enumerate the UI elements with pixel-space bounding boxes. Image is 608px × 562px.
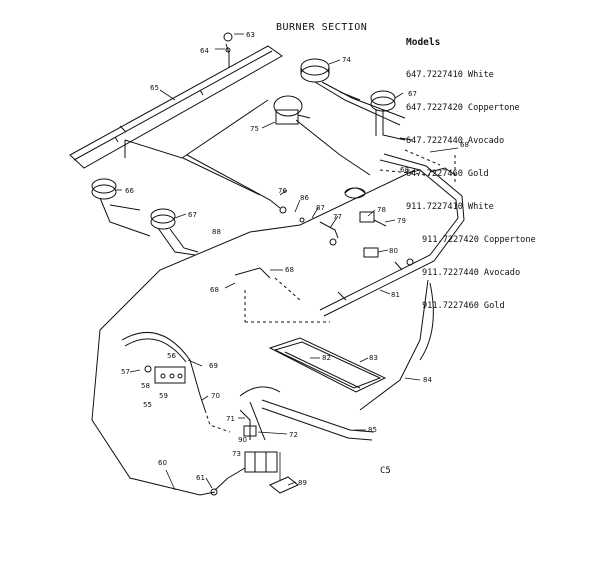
part-label: 66 (125, 187, 134, 195)
part-label: 69 (209, 362, 218, 370)
model-color: Coppertone (467, 103, 520, 113)
part-label: 86 (300, 194, 309, 202)
clamp (363, 247, 379, 258)
drip-plate (268, 337, 387, 393)
part-label: 60 (158, 459, 167, 467)
part-label: 71 (226, 415, 235, 423)
part-label: 64 (200, 47, 209, 55)
right-orifice-bracket (379, 149, 456, 185)
model-row: 911.7227460 Gold (406, 301, 536, 312)
part-label: 67 (408, 90, 417, 98)
part-label: 55 (143, 401, 152, 409)
model-row: 647.7227440 Avocado (406, 136, 536, 147)
part-label: 90 (238, 436, 247, 444)
part-label: 77 (333, 213, 342, 221)
part-label: 65 (150, 84, 159, 92)
model-row: 647.7227420 Coppertone (406, 103, 536, 114)
model-number: 911.7227460 (422, 301, 479, 311)
part-label: 56 (167, 352, 176, 360)
diagram-title: BURNER SECTION (276, 22, 368, 33)
part-label: 83 (369, 354, 378, 362)
mounting-bracket (269, 476, 299, 494)
part-label: 72 (289, 431, 298, 439)
part-label: 73 (232, 450, 241, 458)
part-label: 74 (342, 56, 351, 64)
part-label: 85 (368, 426, 377, 434)
left-burner-assembly (91, 178, 199, 256)
model-color: Gold (467, 169, 489, 179)
part-label: 68 (400, 166, 409, 174)
spark-module (121, 332, 231, 433)
part-label: 58 (141, 382, 150, 390)
model-number: 647.7227420 (406, 103, 463, 113)
part-label: 68 (285, 266, 294, 274)
lower-pipe (239, 386, 375, 441)
part-label: 82 (322, 354, 331, 362)
model-number: 647.7227440 (406, 136, 463, 146)
model-row: 911.7227410 White (406, 202, 536, 213)
part-number-labels: 63 64 65 66 67 68 69 70 71 72 73 74 75 7… (121, 31, 469, 487)
model-color: Gold (483, 301, 505, 311)
models-header: Models (406, 37, 441, 48)
pressure-regulator (273, 95, 371, 176)
model-row: 911.7227440 Avocado (406, 268, 536, 279)
model-row: 647.7227460 Gold (406, 169, 536, 180)
right-burner-assembly (300, 58, 413, 141)
model-row: 647.7227410 White (406, 70, 536, 81)
model-color: White (467, 70, 494, 80)
thermocouple-wire (186, 154, 287, 214)
igniter (239, 409, 257, 440)
part-label: 57 (121, 368, 130, 376)
part-label: 75 (250, 125, 259, 133)
model-number: 647.7227410 (406, 70, 463, 80)
left-orifice-bracket (234, 267, 330, 323)
model-color: Avocado (467, 136, 505, 146)
part-label: 80 (389, 247, 398, 255)
model-color: Coppertone (483, 235, 536, 245)
part-label: 63 (246, 31, 255, 39)
model-number: 911.7227410 (406, 202, 463, 212)
leader-lines (116, 33, 459, 491)
part-label: 88 (212, 228, 221, 236)
part-label: 84 (423, 376, 432, 384)
top-rail (69, 45, 283, 169)
part-label: 76 (278, 187, 287, 195)
screw-fastener (223, 32, 233, 68)
model-color: White (467, 202, 494, 212)
part-label: 61 (196, 474, 205, 482)
part-label: 68 (460, 141, 469, 149)
model-number: 911.7227440 (422, 268, 479, 278)
control-valve-block (214, 451, 278, 491)
model-row: 911.7227420 Coppertone (406, 235, 536, 246)
part-label: 68 (210, 286, 219, 294)
part-label: 59 (159, 392, 168, 400)
inlet-fitting (210, 488, 218, 496)
fittings (299, 187, 387, 246)
gas-tubing (91, 169, 434, 496)
model-number: 647.7227460 (406, 169, 463, 179)
part-label: 87 (316, 204, 325, 212)
diagram-code: C5 (380, 466, 391, 476)
manifold-pipe (319, 153, 465, 317)
part-label: 67 (188, 211, 197, 219)
model-number: 911.7227420 (422, 235, 479, 245)
part-label: 78 (377, 206, 386, 214)
part-label: 79 (397, 217, 406, 225)
part-label: 81 (391, 291, 400, 299)
part-label: 70 (211, 392, 220, 400)
model-color: Avocado (483, 268, 521, 278)
baffle-plate (124, 99, 269, 196)
part-label: 89 (298, 479, 307, 487)
